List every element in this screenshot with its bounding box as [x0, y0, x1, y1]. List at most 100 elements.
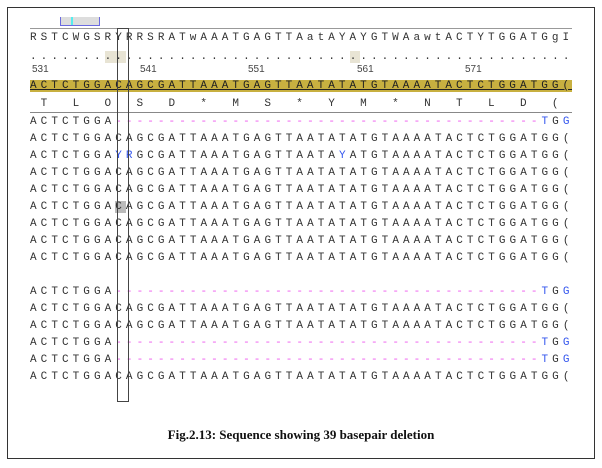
sequence-row[interactable]: ACTCTGGA--------------------------------… — [30, 336, 572, 350]
base: A — [104, 150, 116, 162]
base: T — [381, 303, 393, 315]
base: C — [115, 303, 126, 315]
base: G — [93, 150, 105, 162]
base: T — [339, 371, 350, 383]
base: A — [520, 235, 531, 247]
dot: . — [530, 51, 542, 63]
base: C — [115, 235, 126, 247]
base: G — [552, 150, 563, 162]
base: T — [179, 371, 190, 383]
base: T — [339, 235, 350, 247]
base: - — [179, 354, 190, 366]
base: - — [296, 286, 308, 298]
base: G — [371, 184, 382, 196]
base: G — [93, 235, 105, 247]
base: G — [371, 371, 382, 383]
base: - — [456, 337, 467, 349]
base: A — [253, 184, 265, 196]
base: A — [307, 218, 318, 230]
base: A — [104, 320, 116, 332]
base: - — [168, 354, 180, 366]
base: G — [562, 116, 572, 128]
base: A — [349, 252, 361, 264]
base: G — [243, 235, 254, 247]
base: - — [200, 354, 212, 366]
base: C — [40, 116, 52, 128]
base: C — [147, 201, 158, 213]
base: - — [392, 286, 403, 298]
base: - — [360, 354, 371, 366]
base: T — [285, 320, 297, 332]
selected-column-box[interactable] — [117, 28, 129, 402]
base: T — [275, 252, 286, 264]
sequence-row[interactable]: ACTCTGGA--------------------------------… — [30, 353, 572, 367]
sequence-row[interactable]: ACTCTGGACAGCGATTAAATGAGTTAATATATGTAAAATA… — [30, 217, 572, 231]
base: A — [520, 150, 531, 162]
base: C — [477, 218, 489, 230]
dot: . — [509, 51, 521, 63]
base: A — [30, 167, 41, 179]
sequence-row[interactable]: ACTCTGGACAGCGATTAAATGAGTTAATATATGTAAAATA… — [30, 183, 572, 197]
base: T — [488, 201, 499, 213]
dot: . — [93, 51, 105, 63]
scroll-tab[interactable] — [60, 17, 100, 26]
base: G — [509, 235, 521, 247]
base: A — [296, 371, 308, 383]
base: G — [498, 184, 510, 196]
base: T — [466, 167, 478, 179]
base: G — [83, 116, 94, 128]
base: G — [93, 201, 105, 213]
base: T — [466, 133, 478, 145]
base: C — [147, 320, 158, 332]
sequence-row[interactable]: ACTCTGGACAGCGATTAAATGAGTTAATATATGTAAAATA… — [30, 200, 572, 214]
base: T — [541, 337, 553, 349]
base: - — [520, 337, 531, 349]
base: A — [104, 286, 116, 298]
base: C — [477, 201, 489, 213]
base: A — [211, 303, 222, 315]
base: T — [434, 167, 446, 179]
base: G — [93, 337, 105, 349]
base: G — [83, 133, 94, 145]
base: T — [530, 133, 542, 145]
base: T — [530, 201, 542, 213]
base: A — [221, 320, 233, 332]
base: - — [371, 116, 382, 128]
base: A — [307, 150, 318, 162]
sequence-row[interactable]: ACTCTGGACAGCGATTAAATGAGTTAATATATGTAAAATA… — [30, 319, 572, 333]
sequence-row[interactable]: ACTCTGGACAGCGATTAAATGAGTTAATATATGTAAAATA… — [30, 234, 572, 248]
base: T — [360, 133, 371, 145]
base: - — [136, 286, 148, 298]
base: A — [392, 252, 403, 264]
base: A — [221, 150, 233, 162]
base: T — [232, 371, 244, 383]
sequence-row[interactable]: ACTCTGGACAGCGATTAAATGAGTTAATATATGTAAAATA… — [30, 302, 572, 316]
base: T — [541, 354, 553, 366]
base: G — [157, 371, 169, 383]
sequence-row[interactable]: ACTCTGGAYRGCGATTAAATGAGTTAATAYATGTAAAATA… — [30, 149, 572, 163]
base: T — [72, 133, 84, 145]
base: T — [488, 133, 499, 145]
base: C — [61, 252, 73, 264]
base: A — [349, 167, 361, 179]
sequence-row[interactable]: ACTCTGGACAGCGATTAAATGAGTTAATATATGTAAAATA… — [30, 166, 572, 180]
sequence-row[interactable]: ACTCTGGA--------------------------------… — [30, 115, 572, 129]
base: ( — [563, 133, 572, 145]
sequence-row[interactable]: ACTCTGGACAGCGATTAAATGAGTTAATATATGTAAAATA… — [30, 251, 572, 265]
dot: . — [541, 51, 553, 63]
base: - — [520, 286, 531, 298]
base: - — [115, 337, 126, 349]
sequence-row[interactable]: ACTCTGGACAGCGATTAAATGAGTTAATATATGTAAAATA… — [30, 132, 572, 146]
base: G — [243, 252, 254, 264]
sequence-row[interactable]: ACTCTGGA--------------------------------… — [30, 285, 572, 299]
base: A — [392, 150, 403, 162]
base: - — [349, 116, 361, 128]
base: T — [179, 167, 190, 179]
sequence-row[interactable]: ACTCTGGACAGCGATTAAATGAGTTAATATATGTAAAATA… — [30, 370, 572, 384]
base: - — [530, 337, 542, 349]
base: A — [349, 371, 361, 383]
base: T — [381, 320, 393, 332]
base: ( — [563, 252, 572, 264]
base: - — [371, 354, 382, 366]
dot: . — [466, 51, 478, 63]
